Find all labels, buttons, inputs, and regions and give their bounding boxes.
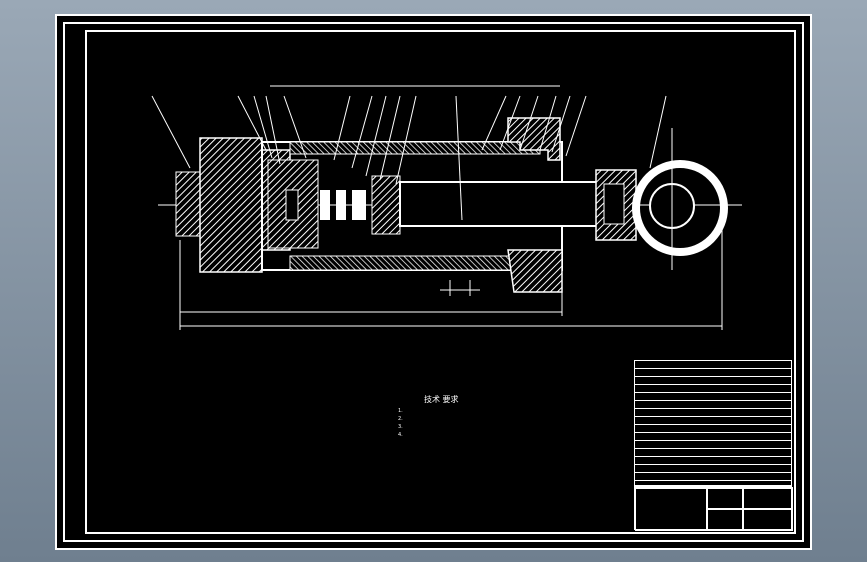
piston-slot-2 <box>320 190 330 220</box>
rod-clevis-inner <box>603 183 625 225</box>
barrel-bottom-wall <box>289 255 541 271</box>
leader-lines <box>151 95 667 221</box>
piston-slot-1 <box>285 189 299 221</box>
title-block <box>634 486 793 531</box>
requirement-line-2: 2. <box>398 416 403 422</box>
drawing-frame <box>55 14 812 550</box>
rod-eye-ring <box>632 160 728 256</box>
outer-border <box>63 22 804 542</box>
gland <box>371 175 401 235</box>
piston-slot-3 <box>336 190 346 220</box>
dimension-lines <box>179 85 723 330</box>
parts-list <box>634 360 792 489</box>
front-head-lower <box>507 249 563 293</box>
drawing-sheet <box>55 14 812 550</box>
technical-requirements-heading: 技术 要求 <box>424 395 459 404</box>
piston-slot-4 <box>352 190 366 220</box>
requirement-line-3: 3. <box>398 424 403 430</box>
front-head <box>507 117 561 161</box>
inner-border <box>85 30 796 534</box>
piston-rod <box>399 181 601 227</box>
requirement-line-1: 1. <box>398 408 403 414</box>
technical-requirements: 技术 要求 1. 2. 3. 4. <box>398 396 568 439</box>
requirement-line-4: 4. <box>398 432 403 438</box>
